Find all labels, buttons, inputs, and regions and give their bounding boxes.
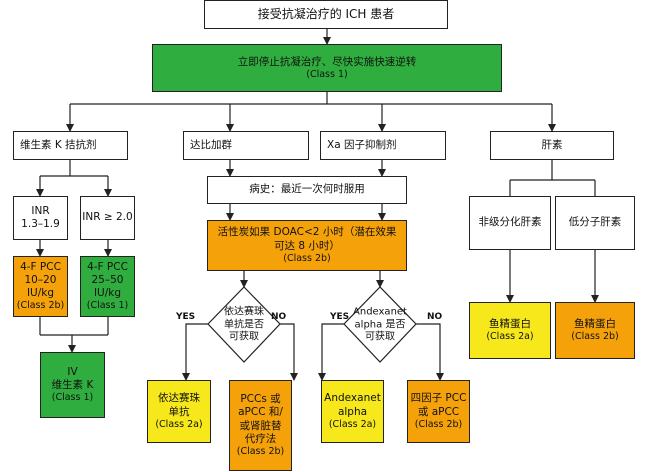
node-xa-text: Xa 因子抑制剂 bbox=[327, 138, 397, 151]
node-pcc-high-dose: 4-F PCC 25–50 IU/kg (Class 1) bbox=[80, 256, 135, 317]
node-pcc-low-line1: 4-F PCC bbox=[20, 260, 61, 273]
node-pcc-low-line2: 10–20 bbox=[24, 274, 57, 286]
node-dabi-text: 达比加群 bbox=[190, 138, 232, 151]
node-history: 病史：最近一次何时服用 bbox=[207, 176, 407, 204]
node-charcoal-class: (Class 2b) bbox=[283, 252, 331, 264]
node-factor-xa-inhibitor: Xa 因子抑制剂 bbox=[320, 131, 446, 160]
node-pccs-class: (Class 2b) bbox=[236, 445, 285, 457]
node-ida-class: (Class 2a) bbox=[155, 418, 203, 430]
node-pccs-line3: 或肾脏替 bbox=[239, 419, 282, 432]
node-iv-line2: 维生素 K bbox=[51, 379, 94, 392]
node-history-text: 病史：最近一次何时服用 bbox=[249, 183, 365, 196]
node-ufh-text: 非级分化肝素 bbox=[478, 216, 542, 229]
node-pcc-low-line3: IU/kg bbox=[26, 287, 55, 300]
node-charcoal-line2: 可达 8 小时） bbox=[274, 239, 340, 252]
node-pccs-line4: 代疗法 bbox=[244, 432, 277, 445]
node-protamine-lmwh: 鱼精蛋白 (Class 2b) bbox=[555, 302, 635, 359]
node-stop-line1: 立即停止抗凝治疗、尽快实施快速逆转 bbox=[237, 55, 417, 68]
node-prot1-line1: 鱼精蛋白 bbox=[489, 318, 531, 330]
decision-diamond-idarucizumab bbox=[207, 286, 281, 363]
node-pccs-line2: aPCC 和/ bbox=[238, 406, 283, 419]
decision-diamond-andexanet bbox=[343, 286, 417, 363]
node-inr-high-text: INR ≥ 2.0 bbox=[82, 211, 133, 224]
node-pccs-line1: PCCs 或 bbox=[240, 393, 281, 406]
node-inr-high: INR ≥ 2.0 bbox=[80, 196, 135, 240]
node-ida-line1: 依达赛珠 bbox=[158, 392, 200, 405]
node-lmwh-text: 低分子肝素 bbox=[568, 216, 622, 229]
node-prot2-line1: 鱼精蛋白 bbox=[574, 318, 616, 330]
decision-ida-line1: 依达赛珠 bbox=[224, 306, 264, 318]
node-fpcc-class: (Class 2b) bbox=[414, 418, 463, 430]
node-inr-low: INR 1.3–1.9 bbox=[13, 196, 68, 240]
node-andexanet: Andexanet alpha (Class 2a) bbox=[321, 380, 384, 443]
node-low-molecular-heparin: 低分子肝素 bbox=[555, 196, 635, 250]
node-charcoal-line1: 活性炭如果 DOAC<2 小时（潜在效果 bbox=[217, 226, 397, 239]
decision-andex-line1: Andexanet bbox=[353, 306, 407, 318]
decision-idarucizumab-text: 依达赛珠 单抗是否 可获取 bbox=[224, 306, 264, 344]
node-iv-line1: IV bbox=[67, 365, 78, 378]
node-pcc-high-class: (Class 1) bbox=[86, 300, 129, 312]
node-protamine-ufh: 鱼精蛋白 (Class 2a) bbox=[469, 302, 551, 359]
node-pcc-high-line3: IU/kg bbox=[93, 287, 122, 300]
node-pcc-high-line1: 4-F PCC bbox=[87, 260, 128, 273]
node-vitamin-k-antagonist: 维生素 K 拮抗剂 bbox=[13, 131, 128, 160]
node-fpcc-line2: 或 aPCC bbox=[417, 405, 460, 418]
node-andex-class: (Class 2a) bbox=[328, 418, 377, 430]
node-fpcc-line1: 四因子 PCC bbox=[410, 392, 467, 405]
node-idarucizumab: 依达赛珠 单抗 (Class 2a) bbox=[147, 380, 211, 443]
node-activated-charcoal: 活性炭如果 DOAC<2 小时（潜在效果 可达 8 小时） (Class 2b) bbox=[207, 220, 407, 271]
node-inr-low-line2: 1.3–1.9 bbox=[21, 218, 60, 230]
node-pccs-renal: PCCs 或 aPCC 和/ 或肾脏替 代疗法 (Class 2b) bbox=[229, 380, 292, 471]
node-pcc-low-dose: 4-F PCC 10–20 IU/kg (Class 2b) bbox=[13, 256, 68, 317]
decision-andex-line3: 可获取 bbox=[365, 331, 395, 343]
yes-label-andexanet: YES bbox=[330, 312, 350, 322]
node-stop-class: (Class 1) bbox=[306, 68, 348, 80]
node-heparin: 肝素 bbox=[490, 131, 614, 160]
node-ich-patient-text: 接受抗凝治疗的 ICH 患者 bbox=[257, 7, 395, 21]
decision-andex-line2: alpha 是否 bbox=[354, 318, 406, 330]
no-label-andexanet: NO bbox=[427, 312, 443, 322]
node-andex-line1: Andexanet bbox=[324, 392, 381, 405]
node-pcc-high-line2: 25–50 bbox=[91, 274, 124, 286]
node-dabigatran: 达比加群 bbox=[183, 131, 309, 160]
node-vitk-text: 维生素 K 拮抗剂 bbox=[20, 138, 97, 151]
decision-andexanet-text: Andexanet alpha 是否 可获取 bbox=[353, 306, 407, 344]
node-hep-text: 肝素 bbox=[541, 138, 563, 151]
yes-label-idarucizumab: YES bbox=[176, 312, 196, 322]
node-iv-class: (Class 1) bbox=[51, 392, 94, 404]
decision-ida-line2: 单抗是否 bbox=[224, 318, 264, 330]
node-pcc-low-class: (Class 2b) bbox=[16, 300, 65, 312]
node-prot2-class: (Class 2b) bbox=[571, 331, 619, 343]
node-ich-patient: 接受抗凝治疗的 ICH 患者 bbox=[204, 0, 448, 29]
no-label-idarucizumab: NO bbox=[271, 312, 287, 322]
node-stop-anticoagulation: 立即停止抗凝治疗、尽快实施快速逆转 (Class 1) bbox=[152, 44, 502, 92]
node-inr-low-line1: INR bbox=[31, 204, 50, 217]
node-prot1-class: (Class 2a) bbox=[486, 331, 534, 343]
node-iv-vitamin-k: IV 维生素 K (Class 1) bbox=[40, 352, 105, 418]
node-four-factor-pcc: 四因子 PCC 或 aPCC (Class 2b) bbox=[407, 380, 470, 443]
node-ida-line2: 单抗 bbox=[168, 405, 190, 418]
node-unfractionated-heparin: 非级分化肝素 bbox=[469, 196, 551, 250]
decision-ida-line3: 可获取 bbox=[229, 331, 259, 343]
node-andex-line2: alpha bbox=[337, 405, 368, 418]
